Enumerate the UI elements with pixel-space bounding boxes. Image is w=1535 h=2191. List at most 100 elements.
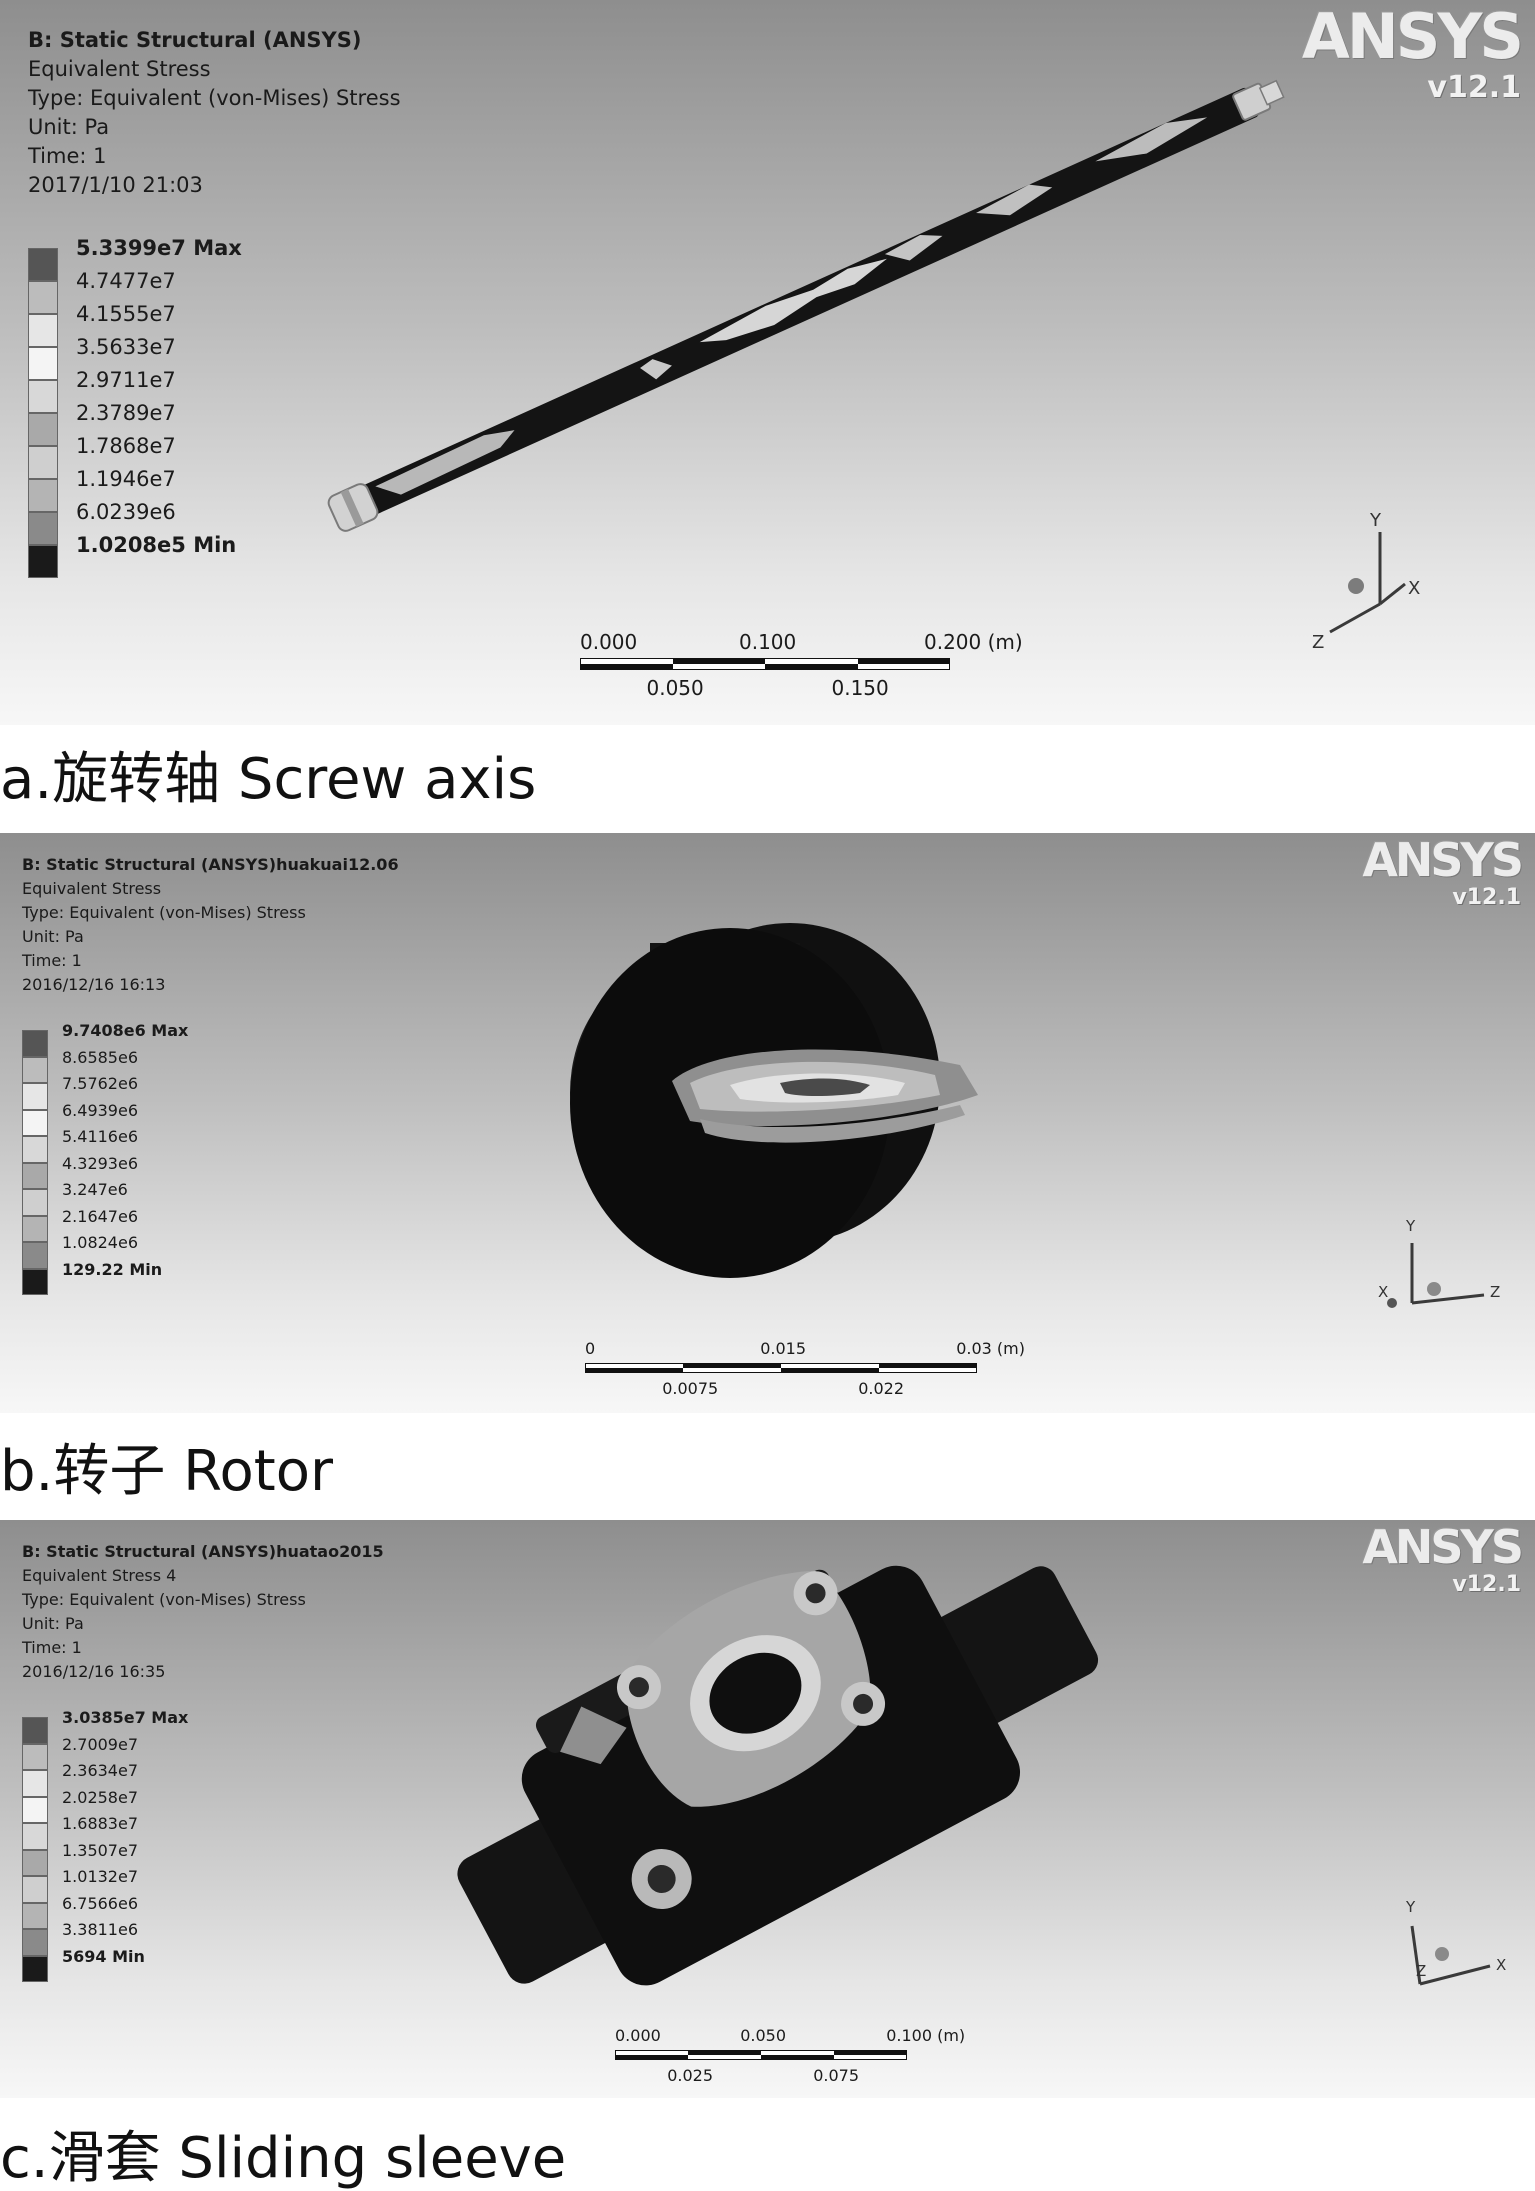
legend-label: 7.5762e6 [62, 1074, 139, 1094]
legend-row: 5694 Min [22, 1947, 322, 1982]
legend-swatch [22, 1796, 48, 1823]
legend-swatch [28, 413, 58, 446]
legend-row: 7.5762e6 [22, 1074, 322, 1110]
legend-swatch [22, 1162, 48, 1189]
axis-triad: Y X Z [1378, 1217, 1500, 1308]
scale-tick-label: 0 [585, 1339, 596, 1358]
result-name: Equivalent Stress [28, 57, 211, 81]
axis-triad: Y Z X [1405, 1898, 1506, 1986]
legend-row: 1.1946e7 [28, 467, 328, 512]
legend-swatch [22, 1717, 48, 1744]
legend-label: 1.1946e7 [76, 467, 176, 492]
panel-rotor: B: Static Structural (ANSYS)huakuai12.06… [0, 833, 1535, 1413]
legend-row: 2.0258e7 [22, 1788, 322, 1823]
legend-row: 2.9711e7 [28, 368, 328, 413]
scale-bar-segment [781, 1368, 879, 1373]
scale-tick-label: 0.000 [615, 2026, 661, 2045]
legend-label: 6.4939e6 [62, 1100, 139, 1120]
result-timestamp: 2017/1/10 21:03 [28, 173, 203, 197]
result-header: B: Static Structural (ANSYS)huatao2015 E… [22, 1540, 384, 1684]
legend-swatch [22, 1823, 48, 1850]
axis-triad: Y X Z [1312, 510, 1420, 653]
scale-bar-segment [615, 2055, 688, 2060]
analysis-title: B: Static Structural (ANSYS) [28, 28, 362, 52]
legend-swatch [28, 512, 58, 545]
legend-label: 2.9711e7 [76, 368, 176, 393]
legend-row: 4.3293e6 [22, 1154, 322, 1189]
legend-label: 4.7477e7 [76, 269, 176, 294]
legend-row: 1.3507e7 [22, 1841, 322, 1876]
result-time: Time: 1 [22, 1638, 82, 1657]
result-timestamp: 2016/12/16 16:13 [22, 975, 166, 994]
logo-version: v12.1 [1452, 885, 1521, 910]
scale-tick-label: 0.200 (m) [924, 630, 1023, 654]
legend-row: 1.0208e5 Min [28, 533, 328, 578]
legend-row: 1.0824e6 [22, 1233, 322, 1269]
legend-swatch [22, 1743, 48, 1770]
analysis-title: B: Static Structural (ANSYS)huakuai12.06 [22, 855, 399, 874]
legend-row: 2.3634e7 [22, 1761, 322, 1797]
scale-tick-label: 0.050 [740, 2026, 786, 2045]
legend-label: 1.0824e6 [62, 1233, 139, 1253]
result-unit: Unit: Pa [22, 1614, 84, 1633]
result-timestamp: 2016/12/16 16:35 [22, 1662, 166, 1681]
triad-label-y: Y [1405, 1217, 1416, 1235]
triad-label-y: Y [1369, 510, 1382, 531]
legend-swatch [22, 1215, 48, 1242]
legend-row: 3.0385e7 Max [22, 1708, 322, 1744]
legend-swatch [28, 248, 58, 281]
result-type: Type: Equivalent (von-Mises) Stress [28, 86, 401, 110]
result-time: Time: 1 [22, 951, 82, 970]
legend-swatch [22, 1083, 48, 1110]
sliding-sleeve-model [457, 1565, 1099, 1986]
legend-swatch [22, 1030, 48, 1057]
result-type: Type: Equivalent (von-Mises) Stress [22, 1590, 306, 1609]
result-type: Type: Equivalent (von-Mises) Stress [22, 903, 306, 922]
legend-row: 1.0132e7 [22, 1867, 322, 1903]
scale-tick-label: 0.000 [580, 630, 638, 654]
legend-row: 3.247e6 [22, 1180, 322, 1216]
legend-label: 1.3507e7 [62, 1840, 139, 1860]
legend-swatch [28, 281, 58, 314]
triad-label-z: Z [1490, 1283, 1500, 1301]
scale-tick-label: 0.075 [813, 2066, 859, 2085]
triad-label-x: X [1496, 1956, 1506, 1974]
legend-row: 3.5633e7 [28, 335, 328, 380]
legend-swatch [28, 347, 58, 380]
scale-bar-segment [672, 658, 765, 664]
legend-swatch [22, 1242, 48, 1269]
result-name: Equivalent Stress [22, 879, 162, 898]
legend-swatch [22, 1268, 48, 1295]
scale-bar-segment [834, 2050, 907, 2055]
legend-label: 1.7868e7 [76, 434, 176, 459]
legend-row: 6.0239e6 [28, 500, 328, 545]
legend-swatch [22, 1849, 48, 1876]
scale-bar-segment [580, 664, 673, 670]
legend-swatch [22, 1056, 48, 1083]
legend-swatch [22, 1770, 48, 1797]
legend-row: 2.3789e7 [28, 401, 328, 446]
ansys-logo: ANSYS v12.1 [1362, 1520, 1524, 1597]
legend-label: 2.7009e7 [62, 1734, 139, 1754]
ansys-logo: ANSYS v12.1 [1362, 837, 1524, 910]
legend-swatch [22, 1902, 48, 1929]
scale-bar-segment [683, 1363, 781, 1368]
triad-label-z: Z [1312, 632, 1324, 653]
triad-label-x: X [1408, 578, 1420, 599]
legend-row: 5.4116e6 [22, 1127, 322, 1163]
logo-name: ANSYS [1362, 1520, 1524, 1574]
legend-label: 9.7408e6 Max [62, 1021, 189, 1041]
result-time: Time: 1 [28, 144, 107, 168]
legend-swatch [22, 1929, 48, 1956]
legend-label: 3.0385e7 Max [62, 1708, 189, 1728]
triad-label-z: Z [1416, 1962, 1426, 1980]
scale-tick-label: 0.150 [831, 676, 889, 700]
legend-swatch [28, 380, 58, 413]
legend-label: 4.1555e7 [76, 302, 176, 327]
legend-label: 6.7566e6 [62, 1893, 139, 1913]
legend-label: 4.3293e6 [62, 1153, 139, 1173]
scale-tick-label: 0.050 [646, 676, 704, 700]
result-unit: Unit: Pa [28, 115, 110, 139]
legend-swatch [22, 1109, 48, 1136]
